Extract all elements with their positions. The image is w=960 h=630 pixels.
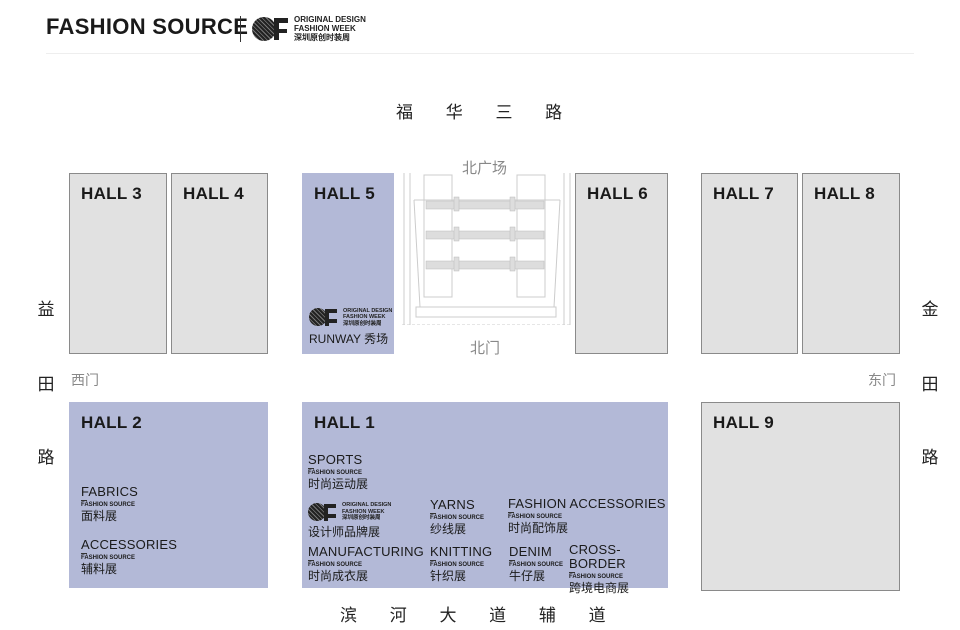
od-logo-icon [252, 16, 290, 41]
od-line3: 深圳原创时装周 [343, 320, 382, 327]
logo-divider [240, 16, 241, 42]
hall-9-label: HALL 9 [713, 413, 774, 432]
hall-6[interactable]: HALL 6 [575, 173, 668, 354]
hall-1-label: HALL 1 [314, 413, 375, 432]
header-divider [46, 53, 914, 54]
hall-7-label: HALL 7 [713, 184, 774, 203]
hall-3-label: HALL 3 [81, 184, 142, 203]
hall-4[interactable]: HALL 4 [171, 173, 268, 354]
od-line1: ORIGINAL DESIGN [294, 15, 366, 24]
od-line3: 深圳原创时装周 [294, 33, 350, 42]
od-logo-icon [309, 308, 339, 327]
hall-8-label: HALL 8 [814, 184, 875, 203]
hall-7[interactable]: HALL 7 [701, 173, 798, 354]
hall-3[interactable]: HALL 3 [69, 173, 167, 354]
od-line2: FASHION WEEK [294, 24, 356, 33]
runway-label: RUNWAY 秀场 [309, 332, 389, 346]
road-east-2: 田 [921, 375, 939, 394]
fashion-source-logo: FASHION SOURCE [46, 14, 249, 39]
od-line1: ORIGINAL DESIGN [343, 307, 393, 314]
north-gate: 北门 [470, 340, 501, 357]
road-south: 滨 河 大 道 辅 道 [340, 606, 620, 625]
hall-2-label: HALL 2 [81, 413, 142, 432]
road-east-1: 金 [921, 300, 939, 319]
north-plaza-drawing [402, 173, 572, 325]
road-west-2: 田 [37, 375, 55, 394]
road-north: 福 华 三 路 [396, 103, 577, 122]
hall-5-label: HALL 5 [314, 184, 375, 203]
hall-8[interactable]: HALL 8 [802, 173, 900, 354]
hall-9[interactable]: HALL 9 [701, 402, 900, 591]
hall-6-label: HALL 6 [587, 184, 648, 203]
road-east-3: 路 [921, 448, 939, 467]
hall-4-label: HALL 4 [183, 184, 244, 203]
east-gate: 东门 [868, 372, 896, 388]
road-west-3: 路 [37, 448, 55, 467]
od-logo-icon [308, 502, 338, 521]
road-west-1: 益 [37, 300, 55, 319]
west-gate: 西门 [71, 372, 99, 388]
od-line2: FASHION WEEK [343, 314, 386, 320]
north-plaza: 北广场 [462, 160, 508, 177]
